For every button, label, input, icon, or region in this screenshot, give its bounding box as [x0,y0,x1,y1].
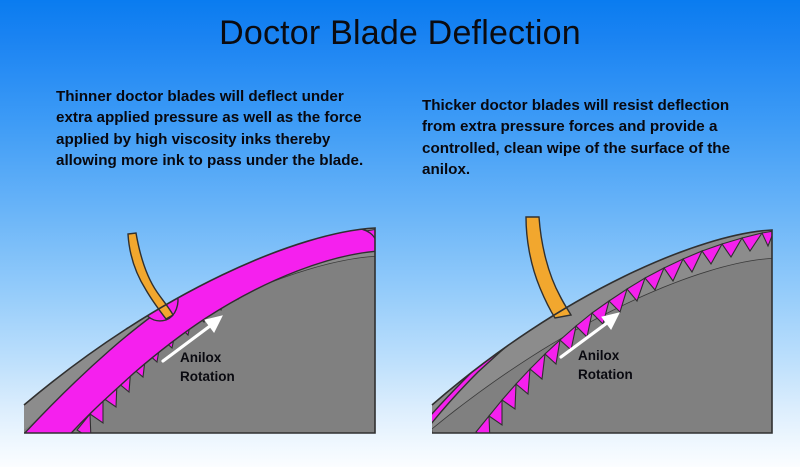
left-diagram: Anilox Rotation [23,227,376,434]
rotation-label-left-line1: Anilox [180,350,222,365]
roll-outline-right [431,229,773,434]
rotation-label-right-line1: Anilox [578,348,620,363]
rotation-arrow-right [559,312,620,359]
anilox-cells-right [475,230,772,433]
roll-outline-left [23,227,376,434]
rotation-label-left-line2: Rotation [180,369,235,384]
right-diagram: Anilox Rotation [431,216,773,434]
rotation-arrow-left [161,315,223,363]
doctor-blade-right [525,216,573,319]
rotation-label-right-line2: Rotation [578,367,633,382]
anilox-outer-band-right [432,230,772,430]
doctor-blade-left [127,232,174,320]
page-title: Doctor Blade Deflection [219,14,581,52]
left-panel-caption: Thinner doctor blades will deflect under… [56,88,364,169]
right-panel-caption: Thicker doctor blades will resist deflec… [422,97,731,178]
